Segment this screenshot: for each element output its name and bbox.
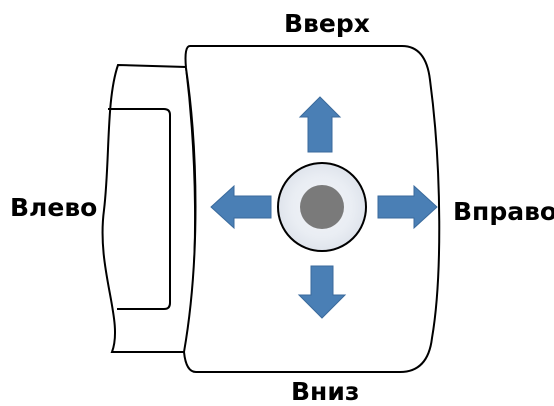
arrow-down-icon [297,265,347,319]
arrow-up-icon [298,96,342,153]
joystick-knob-icon [300,185,344,229]
label-down: Вниз [291,377,360,406]
label-right: Вправо [453,197,554,226]
arrow-left-icon [210,184,272,230]
arrow-right-icon [377,184,438,230]
grip-slot [108,108,171,310]
label-left: Влево [10,193,98,222]
label-up: Вверх [284,9,370,38]
